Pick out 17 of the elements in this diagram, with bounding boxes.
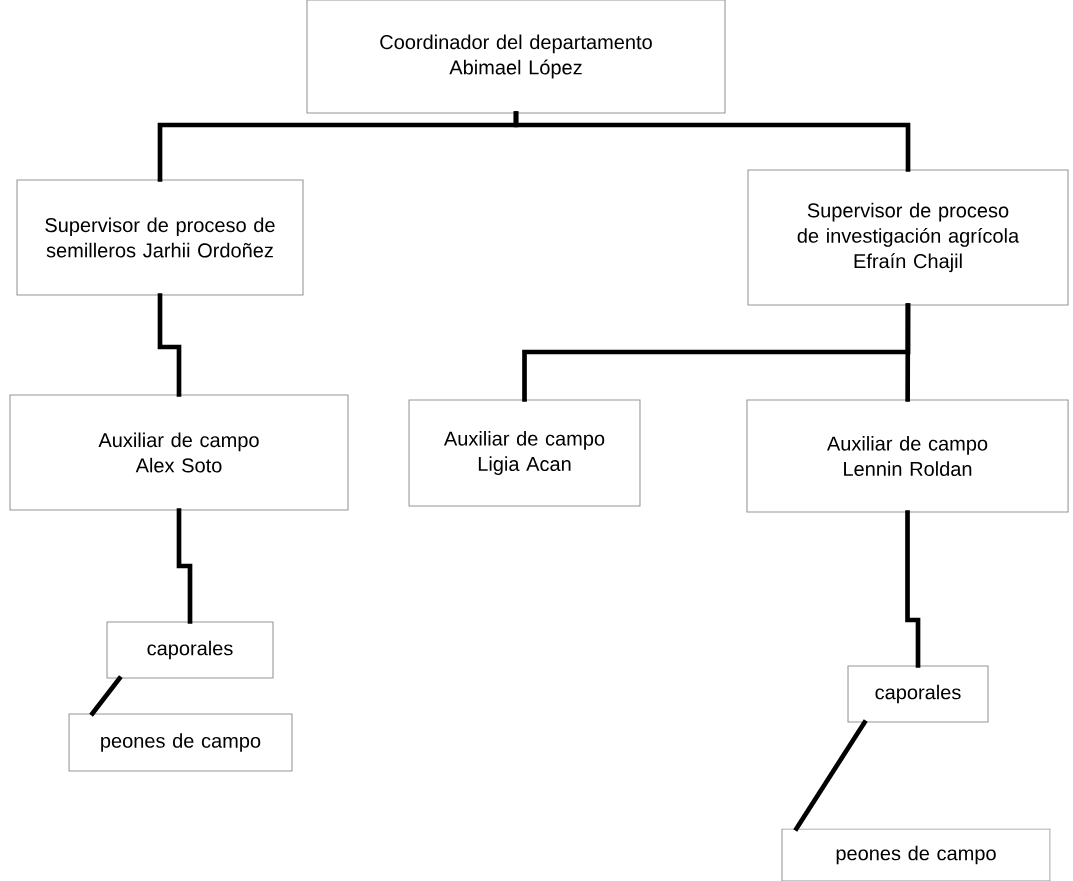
org-box: Auxiliar de campo Alex Soto [9, 394, 349, 511]
org-box: Coordinador del departamento Abimael López [306, 0, 726, 114]
connector-line [157, 293, 182, 397]
org-box: Supervisor de proceso de semilleros Jarhii Ordoñez [16, 179, 304, 296]
connector-line [90, 676, 122, 716]
connector-line [905, 510, 921, 668]
connector-line [513, 111, 911, 172]
org-box: peones de campo [68, 713, 293, 772]
org-box: Auxiliar de campo Ligia Acan [408, 399, 641, 507]
org-box: peones de campo [781, 828, 1051, 881]
org-box: Supervisor de proceso de investigación agrícola Efraín Chajil [747, 169, 1069, 306]
org-box: Auxiliar de campo Lennin Roldan [746, 399, 1069, 513]
connector-line [176, 508, 193, 624]
connector-line [905, 303, 911, 402]
org-box: caporales [847, 665, 989, 723]
connector-line [794, 720, 867, 831]
org-box: caporales [106, 621, 274, 679]
